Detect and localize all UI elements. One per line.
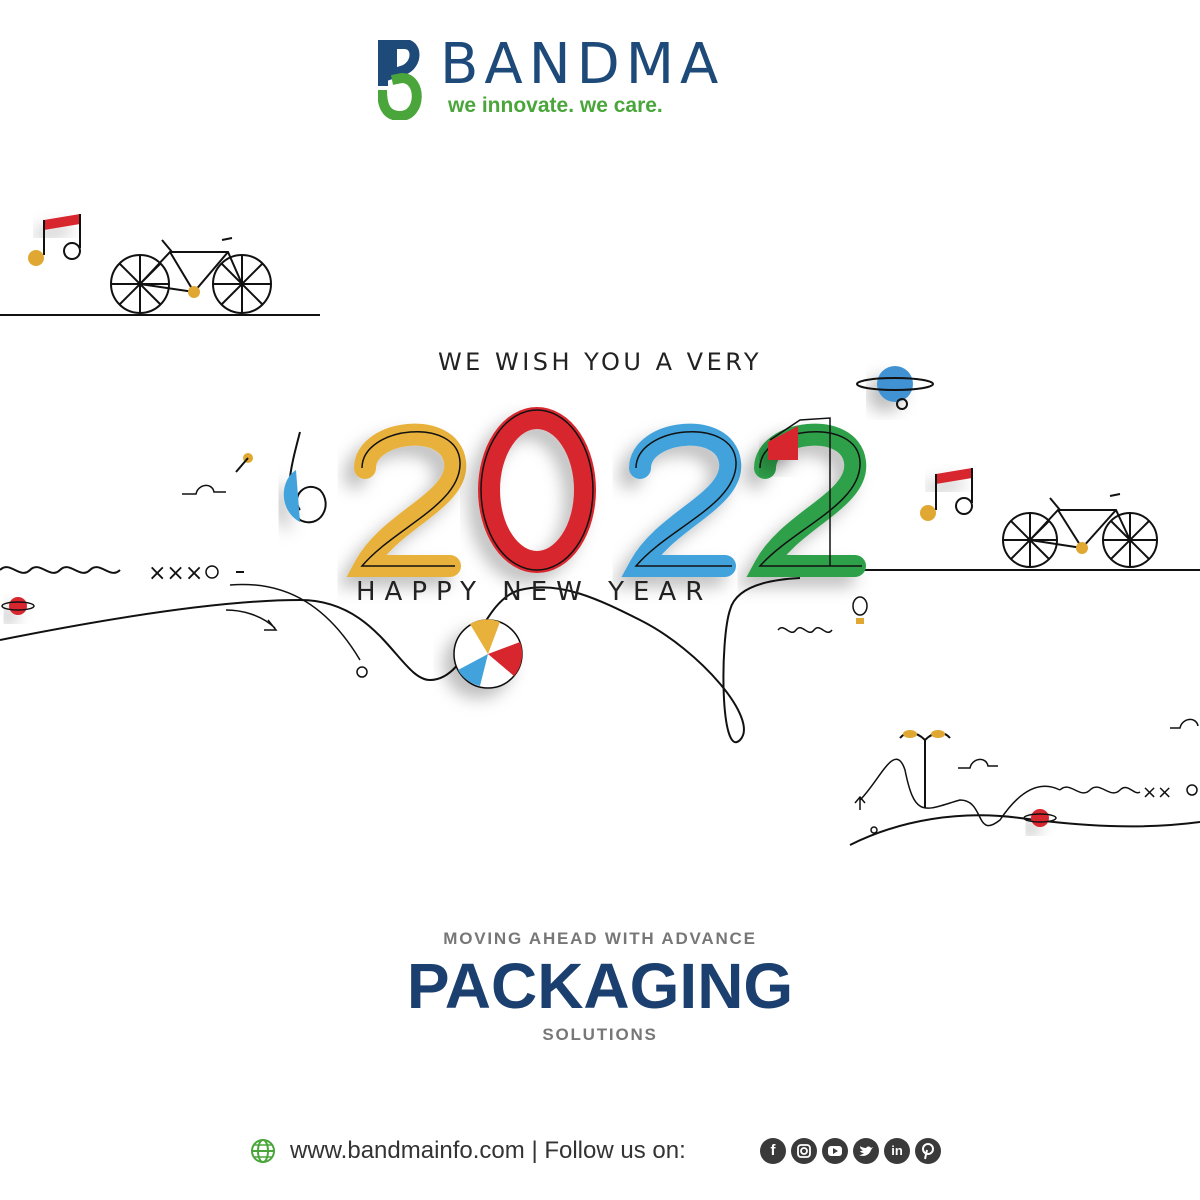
brand-tagline: we innovate. we care. [448,94,663,117]
music-note-icon [936,468,972,484]
swoosh-line [859,758,1061,827]
cloud-icon [182,484,226,495]
facebook-icon[interactable]: f [760,1138,786,1164]
music-note-icon [28,214,81,266]
linkedin-icon[interactable]: in [884,1138,910,1164]
ground-curve [849,814,1200,846]
instagram-icon[interactable] [791,1138,817,1164]
footer-text: www.bandmainfo.com | Follow us on: [290,1137,686,1164]
street-lamp-icon [899,730,951,808]
slogan-line-3: SOLUTIONS [542,1025,658,1044]
cloud-icon [958,758,998,769]
brand-name: BANDMA [440,32,725,97]
year-2022-artwork [346,407,867,577]
balloon-icon [852,596,868,624]
globe-icon [251,1139,275,1163]
bandma-logo-mark-icon [378,40,422,120]
music-note-icon [44,214,80,230]
twitter-icon[interactable] [853,1138,879,1164]
planet-icon [856,366,934,410]
digit-1-outline [769,417,831,566]
svg-text:××: ×× [1142,782,1172,803]
wave-line [777,627,833,633]
treble-clef-icon [235,431,327,524]
wave-line [0,566,121,574]
digit-0-red [478,407,596,573]
x-marks: ××× [148,561,203,586]
arrow-icon [854,795,866,810]
digit-2-yellow [346,423,467,577]
youtube-icon[interactable] [822,1138,848,1164]
slogan-line-1: MOVING AHEAD WITH ADVANCE [443,929,757,948]
cloud-icon [1170,718,1199,729]
pinterest-icon[interactable] [915,1138,941,1164]
brand-logo: BANDMA we innovate. we care. [378,32,828,122]
swoosh-line [0,577,801,744]
greeting-intro: WE WISH YOU A VERY [437,348,763,376]
music-note-icon [920,468,973,521]
slogan-headline: PACKAGING [406,950,794,1022]
bicycle-icon [110,237,272,314]
planet-icon [1,597,35,615]
digit-2-blue [621,423,742,577]
beach-ball-icon [453,619,523,689]
bicycle-icon [1002,493,1158,568]
footer: www.bandmainfo.com | Follow us on: f in [250,1134,950,1170]
greeting-subtitle: HAPPY NEW YEAR [356,577,713,607]
planet-icon [1023,809,1057,827]
arrow-icon [225,609,278,631]
